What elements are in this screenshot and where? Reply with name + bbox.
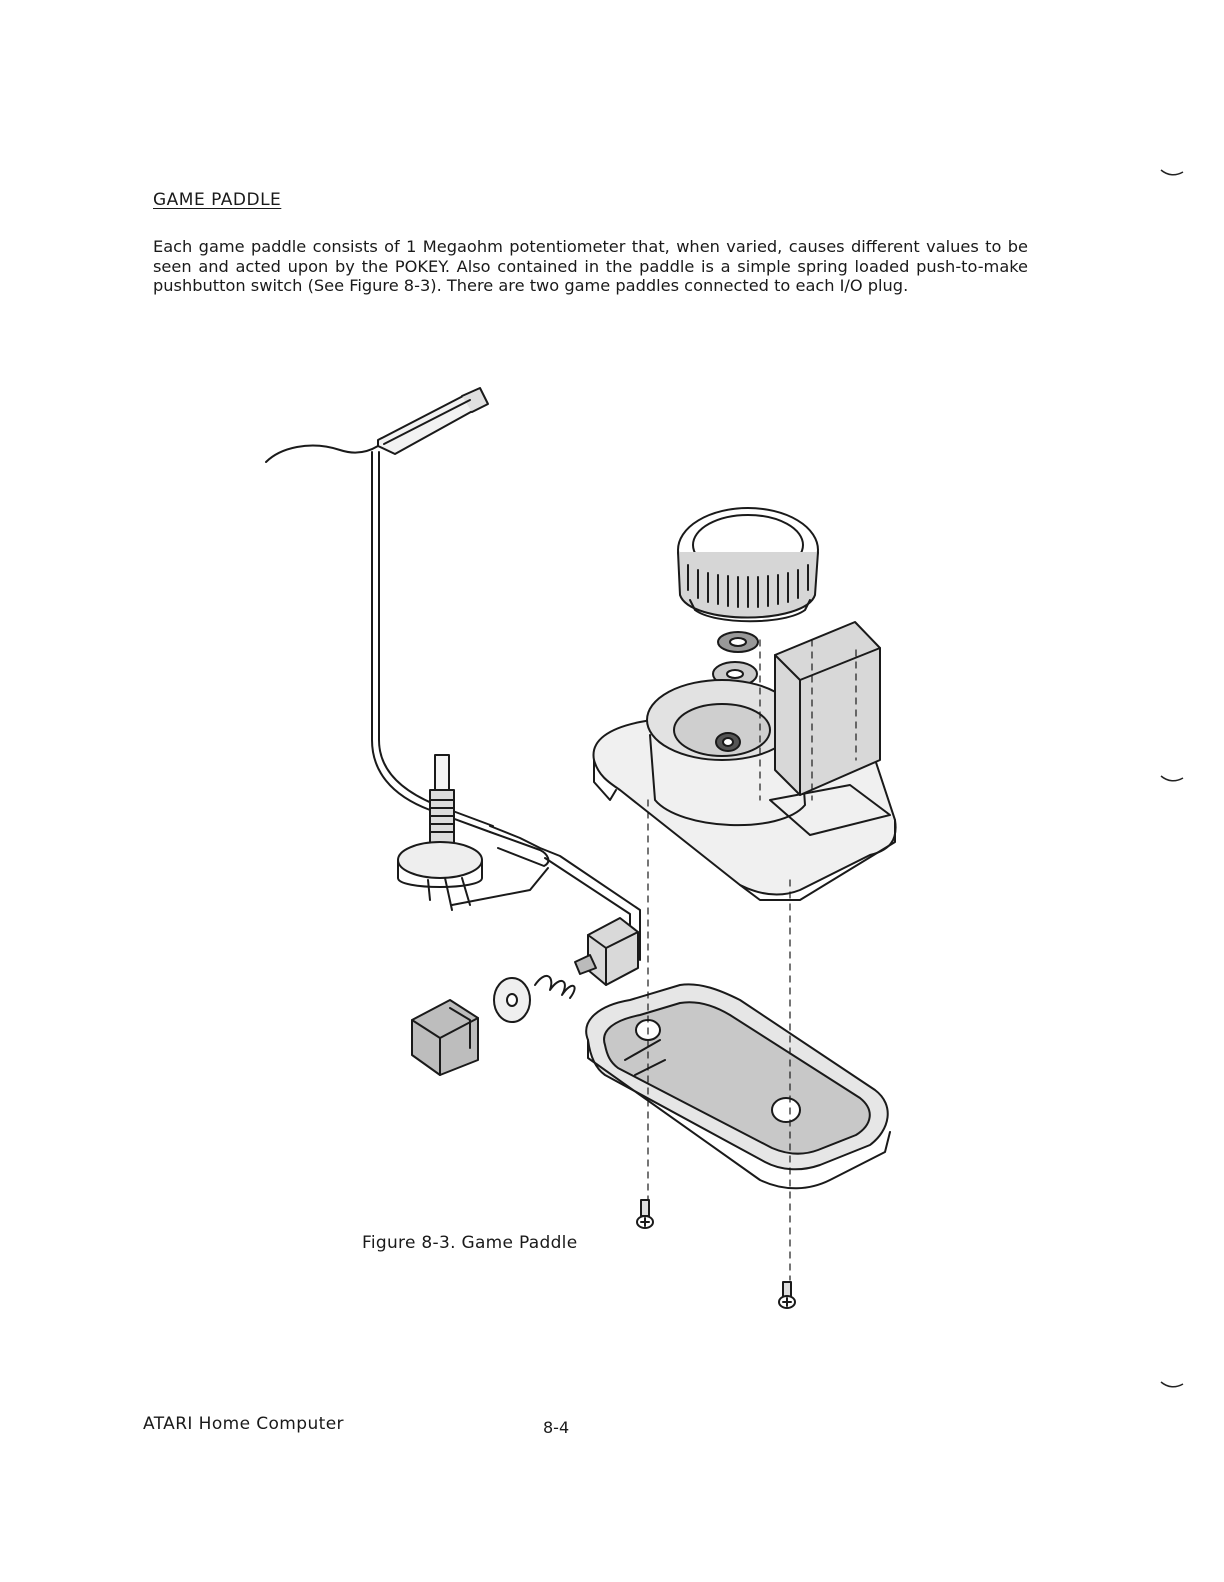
paddle-knob (677, 507, 819, 623)
assembly-guide-lines (647, 639, 857, 1281)
footer-title: ATARI Home Computer (143, 1414, 344, 1434)
section-heading: GAME PADDLE (153, 190, 282, 210)
paddle-bottom-plate (585, 983, 891, 1190)
nut-and-washer (712, 631, 759, 687)
page-number: 8-4 (543, 1418, 570, 1437)
mounting-screws (636, 1199, 796, 1309)
pushbutton-switch (411, 917, 639, 1076)
scan-mark-top-right (1160, 169, 1184, 176)
potentiometer (397, 754, 550, 911)
figure-caption: Figure 8-3. Game Paddle (362, 1233, 578, 1253)
paddle-side-block (774, 621, 881, 796)
section-paragraph: Each game paddle consists of 1 Megaohm p… (153, 237, 1028, 295)
paddle-cable (371, 451, 641, 961)
io-plug-connector (265, 387, 489, 463)
scan-mark-bottom-right (1160, 1381, 1184, 1388)
scan-mark-middle-right (1160, 775, 1184, 782)
game-paddle-exploded-diagram (240, 370, 940, 1330)
